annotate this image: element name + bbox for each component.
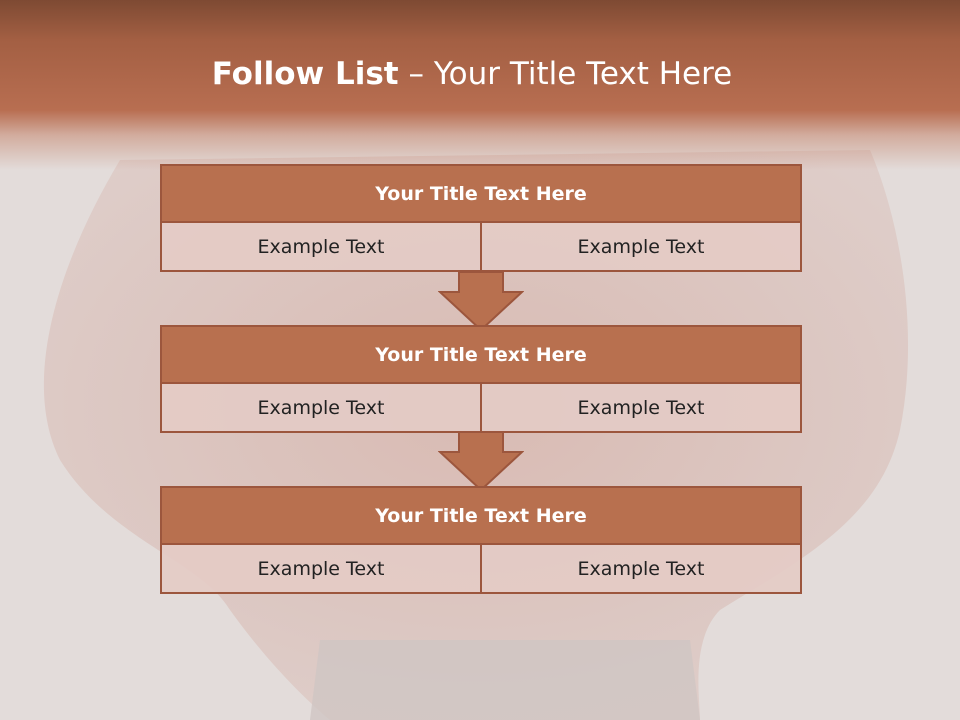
- block-cell-right: Example Text: [480, 384, 800, 431]
- block-row: Example Text Example Text: [162, 545, 800, 592]
- block-title: Your Title Text Here: [162, 488, 800, 545]
- block-cell-left: Example Text: [162, 223, 480, 270]
- block-cell-left: Example Text: [162, 545, 480, 592]
- down-arrow-icon: [438, 431, 524, 492]
- slide-title-bold: Follow List: [211, 56, 399, 92]
- block-cell-right: Example Text: [480, 545, 800, 592]
- down-arrow-icon: [438, 271, 524, 332]
- block-cell-right: Example Text: [480, 223, 800, 270]
- block-cell-left: Example Text: [162, 384, 480, 431]
- block-title: Your Title Text Here: [162, 166, 800, 223]
- slide-title-rest: – Your Title Text Here: [408, 56, 733, 92]
- list-block-2: Your Title Text Here Example Text Exampl…: [160, 325, 802, 433]
- slide-title: Follow List – Your Title Text Here: [0, 56, 944, 92]
- list-block-3: Your Title Text Here Example Text Exampl…: [160, 486, 802, 594]
- block-row: Example Text Example Text: [162, 384, 800, 431]
- block-row: Example Text Example Text: [162, 223, 800, 270]
- block-title: Your Title Text Here: [162, 327, 800, 384]
- header-band: [0, 0, 960, 170]
- list-block-1: Your Title Text Here Example Text Exampl…: [160, 164, 802, 272]
